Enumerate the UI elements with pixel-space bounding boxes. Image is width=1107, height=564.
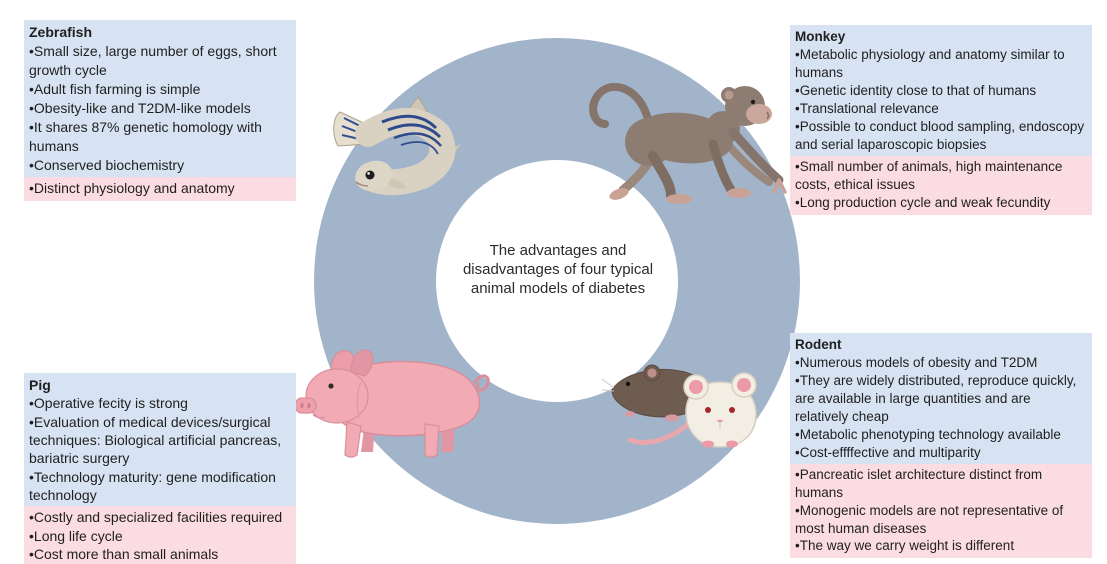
zebrafish-advantages-list: •Small size, large number of eggs, short… xyxy=(29,42,291,175)
bullet-item: •Possible to conduct blood sampling, end… xyxy=(795,118,1085,152)
rodent-advantages-box: Rodent •Numerous models of obesity and T… xyxy=(790,333,1092,464)
zebrafish-title: Zebrafish xyxy=(29,24,93,40)
bullet-item: •Adult fish farming is simple xyxy=(29,81,201,98)
panel-monkey: Monkey •Metabolic physiology and anatomy… xyxy=(790,25,1092,215)
rodent-illustration xyxy=(602,364,757,448)
diagram-title: The advantages and disadvantages of four… xyxy=(462,242,654,298)
bullet-item: •Translational relevance xyxy=(795,100,939,116)
bullet-item: •Pancreatic islet architecture distinct … xyxy=(795,466,1043,500)
bullet-item: •Long production cycle and weak fecundit… xyxy=(795,194,1051,210)
zebrafish-illustration xyxy=(333,96,461,196)
monkey-advantages-box: Monkey •Metabolic physiology and anatomy… xyxy=(790,25,1092,156)
monkey-illustration xyxy=(589,82,787,204)
bullet-item: •Conserved biochemistry xyxy=(29,157,185,174)
bullet-item: •Distinct physiology and anatomy xyxy=(29,180,235,197)
monkey-advantages-list: •Metabolic physiology and anatomy simila… xyxy=(795,46,1087,154)
bullet-item: •The way we carry weight is different xyxy=(795,538,1015,554)
bullet-item: •Genetic identity close to that of human… xyxy=(795,82,1037,98)
monkey-title: Monkey xyxy=(795,29,846,44)
rodent-title: Rodent xyxy=(795,337,842,352)
bullet-item: •Small size, large number of eggs, short… xyxy=(29,43,277,79)
pig-title: Pig xyxy=(29,377,51,393)
bullet-item: •Costly and specialized facilities requi… xyxy=(29,509,283,526)
bullet-item: •Cost more than small animals xyxy=(29,545,219,562)
bullet-item: •Metabolic phenotyping technology availa… xyxy=(795,426,1061,442)
panel-zebrafish: Zebrafish •Small size, large number of e… xyxy=(24,20,296,202)
bullet-item: •Small number of animals, high maintenan… xyxy=(795,158,1063,192)
bullet-item: •It shares 87% genetic homology with hum… xyxy=(29,119,262,155)
bullet-item: •Cost-effffective and multiparity xyxy=(795,444,981,460)
bullet-item: •Evaluation of medical devices/surgical … xyxy=(29,413,282,467)
bullet-item: •Monogenic models are not representative… xyxy=(795,502,1064,536)
monkey-disadvantages-box: •Small number of animals, high maintenan… xyxy=(790,155,1092,215)
bullet-item: •They are widely distributed, reproduce … xyxy=(795,372,1077,424)
rodent-advantages-list: •Numerous models of obesity and T2DM •The… xyxy=(795,354,1087,462)
bullet-item: •Long life cycle xyxy=(29,527,123,544)
pig-advantages-box: Pig •Operative fecity is strong•Evaluati… xyxy=(24,373,296,507)
rodent-disadvantages-box: •Pancreatic islet architecture distinct … xyxy=(790,463,1092,559)
pig-disadvantages-box: •Costly and specialized facilities requi… xyxy=(24,506,296,564)
zebrafish-disadvantages-box: •Distinct physiology and anatomy xyxy=(24,177,296,202)
panel-rodent: Rodent •Numerous models of obesity and T… xyxy=(790,333,1092,559)
bullet-item: •Obesity-like and T2DM-like models xyxy=(29,100,251,117)
bullet-item: •Metabolic physiology and anatomy simila… xyxy=(795,46,1065,80)
panel-pig: Pig •Operative fecity is strong•Evaluati… xyxy=(24,373,296,564)
bullet-item: •Operative fecity is strong xyxy=(29,395,188,412)
zebrafish-advantages-box: Zebrafish •Small size, large number of e… xyxy=(24,20,296,178)
bullet-item: •Technology maturity: gene modification … xyxy=(29,468,276,503)
pig-illustration xyxy=(294,349,490,458)
pig-advantages-list: •Operative fecity is strong•Evaluation o… xyxy=(29,394,291,504)
bullet-item: •Numerous models of obesity and T2DM xyxy=(795,354,1038,370)
